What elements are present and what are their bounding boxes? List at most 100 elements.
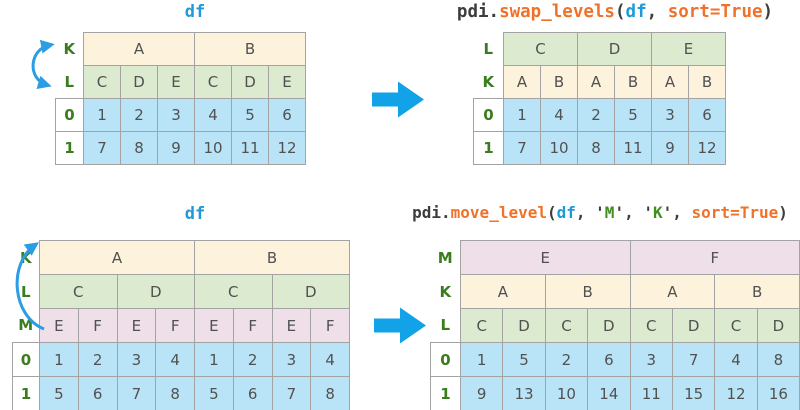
header-cell: F — [310, 308, 351, 343]
code-token: ( — [546, 203, 557, 222]
data-cell: 12 — [714, 376, 758, 410]
df-title-bottom: df — [84, 204, 306, 224]
header-cell: C — [39, 274, 118, 309]
data-cell: 11 — [629, 376, 673, 410]
code-token: , — [624, 203, 644, 222]
data-cell: 3 — [156, 98, 196, 132]
level-name-label: M — [437, 248, 453, 267]
code-token: , — [646, 2, 668, 22]
swap-levels-code-title: pdi.swap_levels(df, sort=True) — [415, 2, 800, 23]
level-name-label: K — [19, 248, 32, 267]
data-cell: 5 — [194, 376, 234, 410]
header-cell: C — [502, 32, 579, 66]
code-token: sort=True — [691, 203, 779, 222]
data-cell: 11 — [231, 131, 270, 165]
code-token: pdi. — [412, 203, 451, 222]
level-name-label: L — [20, 282, 31, 301]
data-cell: 5 — [231, 98, 270, 132]
data-cell: 6 — [587, 342, 631, 377]
data-cell: 8 — [577, 131, 616, 165]
data-cell: 6 — [688, 98, 727, 132]
data-cell: 4 — [310, 342, 351, 377]
data-cell: 10 — [544, 376, 589, 410]
header-cell: C — [714, 308, 758, 343]
data-cell: 7 — [503, 131, 541, 165]
data-cell: 8 — [120, 131, 158, 165]
header-cell: D — [120, 65, 158, 99]
code-token: df — [184, 2, 206, 22]
data-cell: 14 — [587, 376, 631, 410]
data-cell: 2 — [544, 342, 589, 377]
header-cell: A — [651, 65, 690, 99]
data-cell: 10 — [194, 131, 233, 165]
code-token: ( — [614, 2, 626, 22]
header-cell: F — [629, 240, 800, 275]
data-cell: 5 — [614, 98, 653, 132]
header-cell: B — [194, 32, 307, 66]
code-token: df — [625, 2, 647, 22]
header-cell: C — [83, 65, 121, 99]
data-cell: 13 — [502, 376, 546, 410]
header-cell: D — [271, 274, 351, 309]
index-label: 1 — [12, 376, 40, 410]
code-token: ' — [662, 203, 673, 222]
data-cell: 12 — [268, 131, 307, 165]
header-cell: D — [577, 32, 653, 66]
data-cell: 8 — [756, 342, 800, 377]
header-cell: B — [688, 65, 727, 99]
index-label: 0 — [430, 342, 461, 377]
header-cell: A — [82, 32, 196, 66]
move-level-code-title: pdi.move_level(df, 'M', 'K', sort=True) — [402, 203, 798, 222]
index-label: 0 — [55, 98, 84, 132]
header-cell: E — [39, 308, 79, 343]
header-cell: D — [116, 274, 196, 309]
data-cell: 15 — [671, 376, 716, 410]
code-token: ) — [762, 2, 774, 22]
header-cell: B — [714, 274, 800, 309]
data-cell: 2 — [577, 98, 616, 132]
index-label: 1 — [430, 376, 461, 410]
data-cell: 2 — [120, 98, 158, 132]
header-cell: B — [614, 65, 653, 99]
code-token: ) — [778, 203, 788, 222]
data-cell: 8 — [155, 376, 196, 410]
header-cell: C — [194, 65, 233, 99]
code-token: df — [184, 204, 206, 224]
level-name-label: K — [439, 282, 452, 301]
data-cell: 5 — [502, 342, 546, 377]
code-token: df — [556, 203, 576, 222]
data-cell: 12 — [688, 131, 727, 165]
header-cell: E — [156, 65, 196, 99]
data-cell: 16 — [756, 376, 800, 410]
data-cell: 8 — [310, 376, 351, 410]
header-cell: F — [77, 308, 118, 343]
level-name-label: L — [440, 316, 451, 335]
data-cell: 9 — [459, 376, 504, 410]
header-cell: F — [232, 308, 273, 343]
data-cell: 4 — [539, 98, 579, 132]
data-cell: 1 — [503, 98, 541, 132]
block-arrow-right-icon — [374, 307, 426, 344]
index-label: 0 — [12, 342, 40, 377]
data-cell: 7 — [271, 376, 312, 410]
move-level-arrow-icon — [15, 242, 45, 331]
data-cell: 1 — [83, 98, 121, 132]
data-cell: 1 — [39, 342, 79, 377]
header-cell: B — [544, 274, 631, 309]
